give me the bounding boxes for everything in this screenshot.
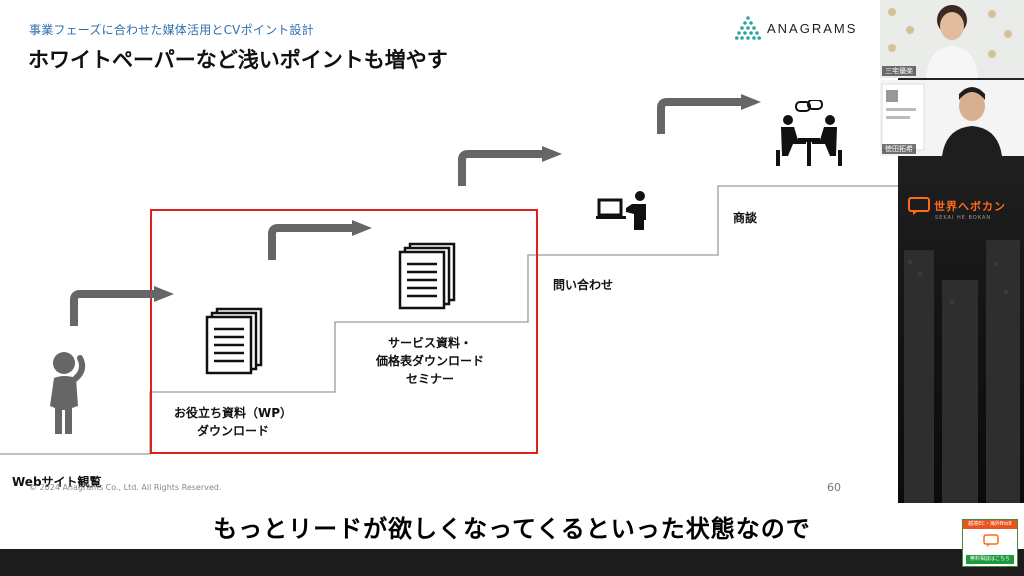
step-arrow-2 xyxy=(268,220,372,260)
person-at-computer-icon xyxy=(596,191,646,230)
logo-text: ANAGRAMS xyxy=(767,20,858,36)
step-arrow-3 xyxy=(458,146,562,186)
slide-title: ホワイトペーパーなど浅いポイントも増やす xyxy=(28,48,448,72)
copyright: © 2024 Anagrams Co., Ltd. All Rights Res… xyxy=(29,483,222,492)
chat-bubble-icon xyxy=(983,534,999,547)
step-label-web: Webサイト観覧 xyxy=(12,475,102,489)
slide-subtitle: 事業フェーズに合わせた媒体活用とCVポイント設計 xyxy=(29,23,314,37)
step-label-service-docs: サービス資料・ 価格表ダウンロード セミナー xyxy=(375,336,484,386)
city-background xyxy=(904,240,1020,503)
step-label-inquiry: 問い合わせ xyxy=(553,278,614,292)
step-arrow-4 xyxy=(657,94,761,134)
brand-logo: 世界へボカン xyxy=(908,193,1024,219)
triangle-logo-icon xyxy=(735,16,761,40)
participant-2-name: 徳田拓希 xyxy=(882,144,916,154)
step-label-whitepaper: お役立ち資料（WP） ダウンロード xyxy=(173,406,293,438)
brand-name: 世界へボカン xyxy=(934,200,1006,213)
promo-banner[interactable]: 越境EC・海外BtoB 無料相談はこちら xyxy=(962,519,1018,567)
participant-1-name: 三宅優楽 xyxy=(882,66,916,76)
participant-2-avatar xyxy=(881,83,1002,156)
thinking-person-icon xyxy=(50,352,86,434)
participant-1-avatar xyxy=(888,5,1012,78)
highlight-frame xyxy=(150,209,538,454)
promo-cta[interactable]: 無料相談はこちら xyxy=(966,555,1014,564)
chat-bubble-icon xyxy=(908,197,930,215)
anagrams-logo: ANAGRAMS xyxy=(735,14,857,42)
step-arrow-1 xyxy=(70,286,174,326)
step-label-meeting: 商談 xyxy=(733,211,758,225)
brand-subtext: SEKAI HE BOKAN xyxy=(935,215,992,221)
slide: 事業フェーズに合わせた媒体活用とCVポイント設計 ホワイトペーパーなど浅いポイン… xyxy=(0,0,898,503)
participant-video-2: 徳田拓希 xyxy=(880,80,1024,156)
documents-icon xyxy=(205,307,263,375)
documents-icon xyxy=(398,242,456,310)
caption-bar xyxy=(0,503,1024,576)
meeting-icon xyxy=(776,100,842,166)
promo-top-text: 越境EC・海外BtoB xyxy=(963,520,1017,529)
subtitle-caption: もっとリードが欲しくなってくるといった状態なので xyxy=(213,515,811,543)
participant-video-1: 三宅優楽 xyxy=(880,0,1024,78)
page-number: 60 xyxy=(827,481,841,494)
